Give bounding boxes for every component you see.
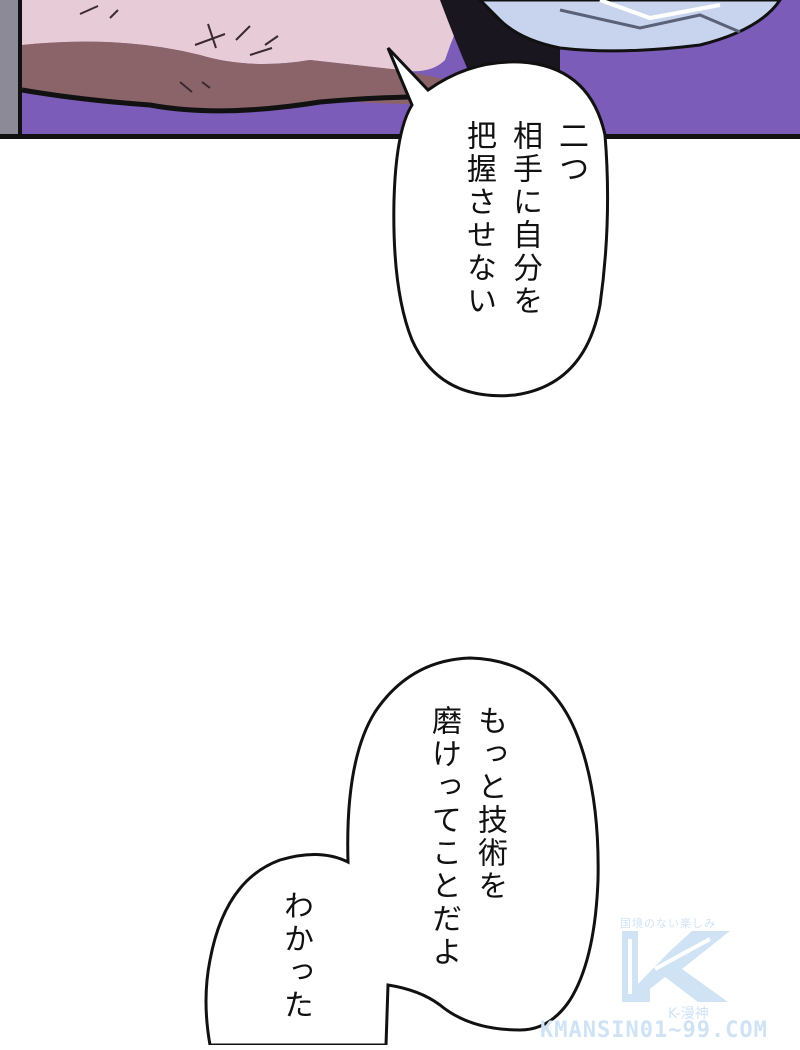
speech-bubble-3: わかった bbox=[272, 890, 318, 1050]
speech-bubble-1-shape bbox=[386, 46, 610, 398]
bubble-3-line-1: わかった bbox=[278, 890, 313, 1022]
bubble-2-line-2: 磨けってことだよ bbox=[426, 705, 461, 969]
bubble-1-line-3: 把握させない bbox=[461, 120, 496, 318]
bubble-1-line-2: 相手に自分を bbox=[507, 120, 542, 318]
bubble-2-line-1: もっと技術を bbox=[472, 705, 507, 903]
speech-bubble-2: もっと技術を 磨けってことだよ bbox=[420, 705, 512, 995]
bubble-1-line-1: 二つ bbox=[553, 120, 588, 186]
speech-bubble-1: 二つ 相手に自分を 把握させない bbox=[455, 120, 593, 390]
speech-bubble-2-3-shape bbox=[204, 656, 600, 1045]
